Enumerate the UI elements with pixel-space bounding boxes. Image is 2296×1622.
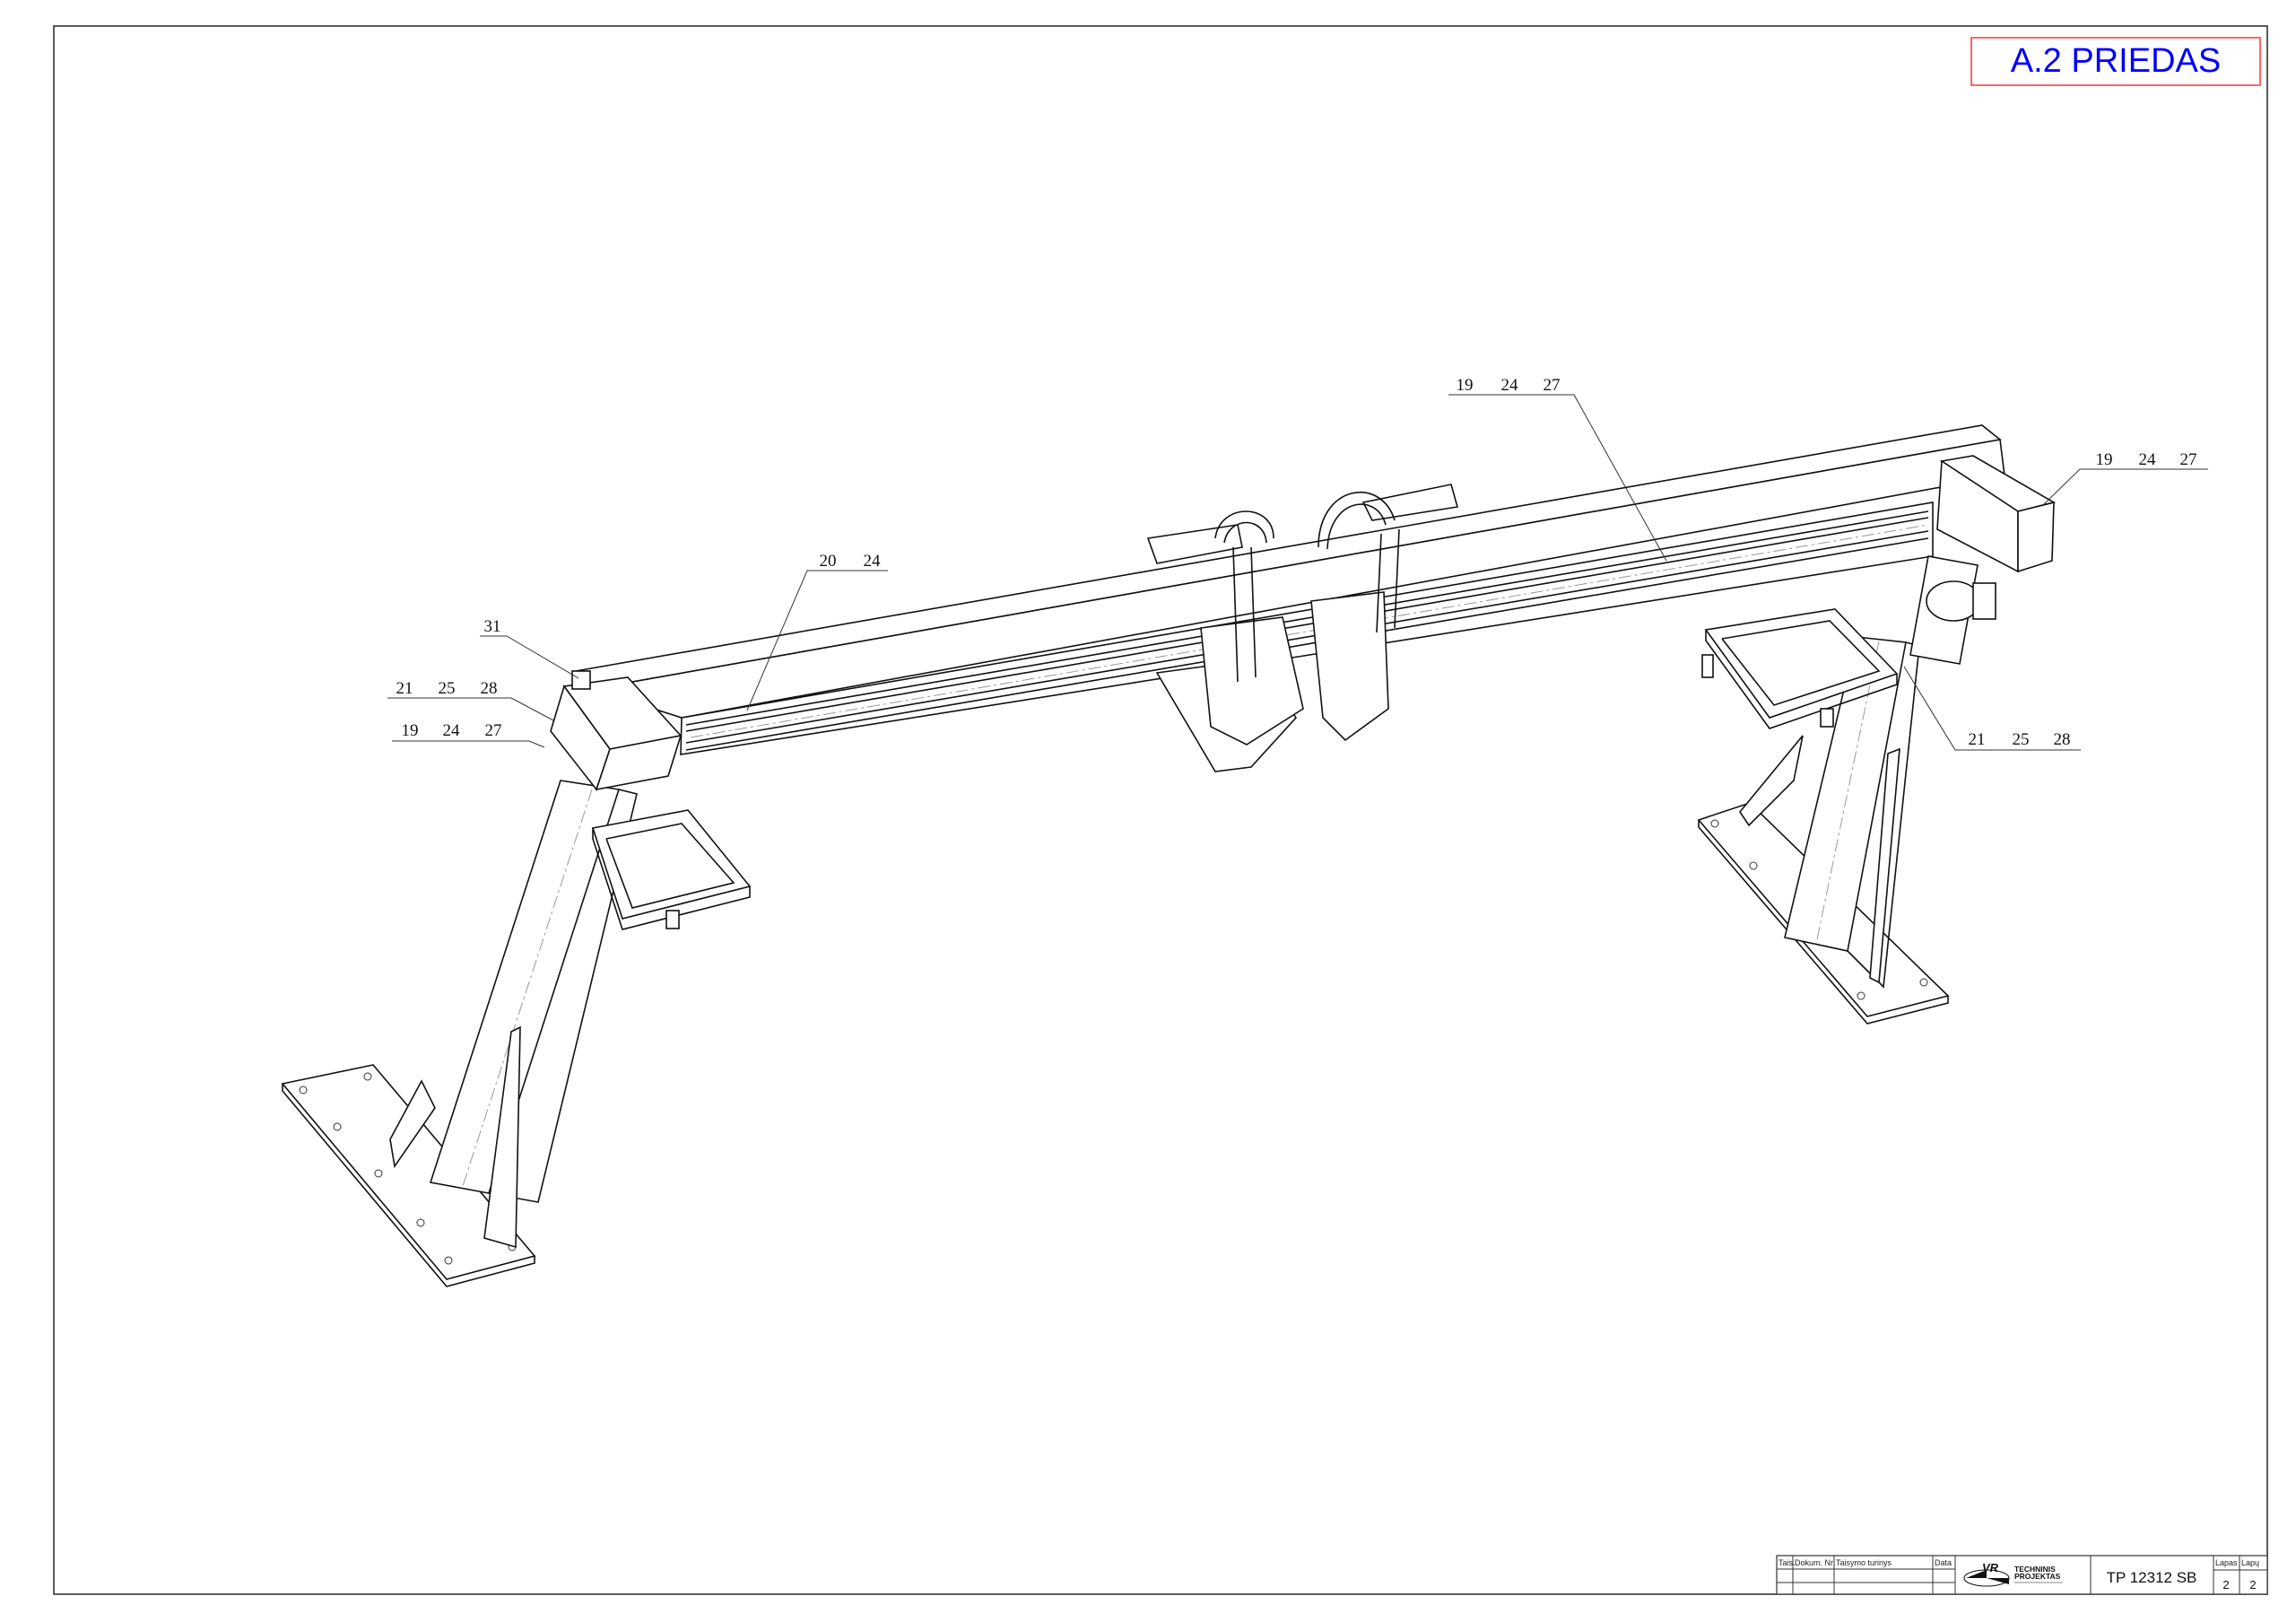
- callout-number: 21: [396, 679, 413, 698]
- header-dokum: Dokum. Nr.: [1795, 1558, 1835, 1567]
- carriage-right: [1310, 484, 1459, 742]
- company-line-1: TECHNINIS: [2014, 1565, 2056, 1574]
- callout-number: 27: [2180, 450, 2197, 469]
- callout-number: 24: [1501, 376, 1519, 395]
- lapas-label: Lapas: [2215, 1558, 2238, 1567]
- annex-label: A.2 PRIEDAS: [2011, 42, 2221, 80]
- callout-number: 27: [1544, 376, 1561, 395]
- left-leg: [389, 780, 638, 1249]
- header-turinys: Taisymo turinys: [1836, 1558, 1892, 1567]
- gantry-assembly: [281, 424, 2057, 1287]
- callout-number: 24: [2139, 450, 2157, 469]
- lapas-value: 2: [2222, 1578, 2229, 1591]
- document-number: TP 12312 SB: [2107, 1569, 2197, 1586]
- callout-left-upper: 21 25 28: [387, 679, 554, 721]
- main-beam: [574, 424, 2005, 755]
- left-tray: [591, 809, 752, 930]
- callout-number: 20: [820, 552, 837, 571]
- logo-mark: VR: [1982, 1561, 1999, 1574]
- callout-number: 19: [2096, 450, 2113, 469]
- callout-number: 24: [864, 552, 882, 571]
- callout-beam: 20 24: [746, 552, 888, 711]
- callout-number: 28: [2054, 730, 2071, 749]
- left-base-plate: [281, 1064, 536, 1287]
- left-end-block: [550, 670, 683, 791]
- callout-number: 27: [485, 721, 502, 740]
- lapu-label: Lapų: [2241, 1558, 2259, 1567]
- callout-number: 24: [443, 721, 461, 740]
- callout-right-top: 19 24 27: [2042, 450, 2208, 506]
- annex-label-box: A.2 PRIEDAS: [1970, 37, 2261, 86]
- callout-left-lower: 19 24 27: [392, 721, 545, 748]
- callout-number: 25: [439, 679, 456, 698]
- header-tais: Tais.: [1779, 1558, 1796, 1567]
- title-block: Tais. Dokum. Nr. Taisymo turinys Data VR…: [1776, 1555, 2268, 1595]
- carriage-left: [1146, 510, 1304, 772]
- right-tray: [1701, 608, 1899, 729]
- callout-number: 25: [2013, 730, 2030, 749]
- callout-number: 19: [1457, 376, 1474, 395]
- lapu-value: 2: [2249, 1578, 2256, 1591]
- right-motor-unit: [1909, 455, 2057, 665]
- right-leg: [1739, 636, 1920, 989]
- callout-number: 31: [484, 617, 501, 636]
- header-data: Data: [1935, 1558, 1952, 1567]
- callout-right-lower: 21 25 28: [1903, 666, 2081, 751]
- callout-number: 19: [402, 721, 419, 740]
- callout-number: 21: [1969, 730, 1986, 749]
- sheet-frame: [53, 25, 2268, 1595]
- callout-number: 28: [481, 679, 498, 698]
- company-logo: VR TECHNINIS PROJEKTAS: [1963, 1561, 2063, 1587]
- callout-top-center: 19 24 27: [1448, 376, 1667, 562]
- company-line-2: PROJEKTAS: [2014, 1572, 2061, 1581]
- callout-end-cap: 31: [480, 617, 579, 679]
